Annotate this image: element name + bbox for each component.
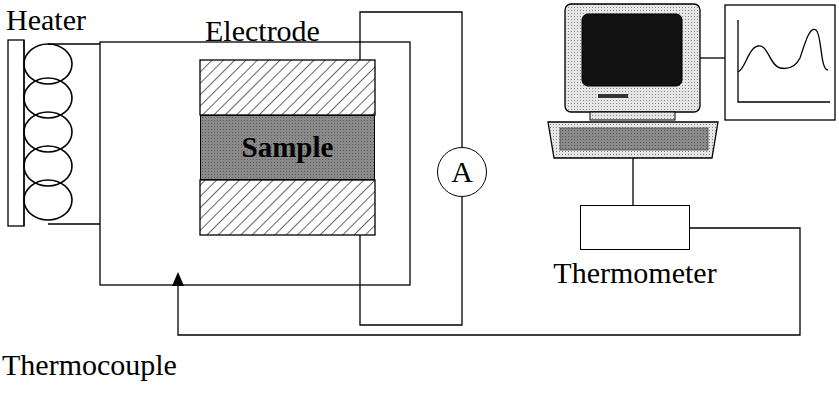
- thermocouple-wire: [178, 228, 800, 335]
- computer: [548, 4, 718, 158]
- node-label: A: [451, 155, 473, 189]
- top-electrode: [200, 60, 375, 115]
- thermocouple-tip: [172, 272, 184, 286]
- heater-plate: [8, 40, 24, 226]
- graph-window: [725, 5, 835, 120]
- graph-curve: [738, 29, 828, 72]
- sample-box: Sample: [200, 115, 375, 180]
- heater-label: Heater: [6, 3, 86, 36]
- thermometer-box: Thermometer: [580, 205, 690, 250]
- enclosure: [100, 42, 410, 285]
- electrode-label: Electrode: [205, 14, 320, 47]
- bottom-electrode: [200, 180, 375, 235]
- thermocouple-label: Thermocouple: [2, 348, 177, 381]
- node-label: Sample: [242, 131, 334, 164]
- node-label: Thermometer: [553, 256, 716, 290]
- wire: [360, 197, 462, 325]
- wire: [360, 12, 462, 147]
- heater-coil: [24, 44, 72, 220]
- ammeter-symbol: A: [437, 147, 487, 197]
